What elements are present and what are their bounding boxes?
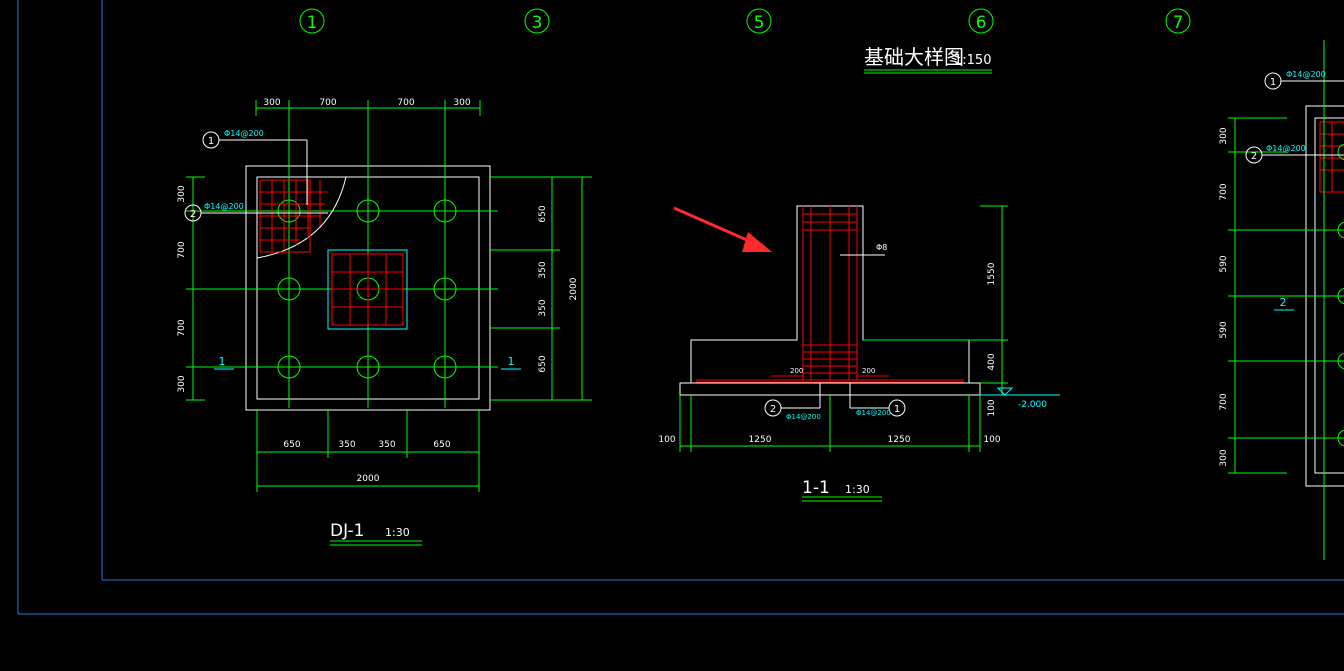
- svg-text:300: 300: [453, 98, 470, 108]
- svg-text:700: 700: [177, 241, 187, 258]
- section-elevation: -2.000: [980, 387, 1060, 410]
- axis-label-3: 3: [532, 13, 543, 33]
- svg-text:300: 300: [1219, 449, 1229, 466]
- svg-text:100: 100: [658, 435, 675, 445]
- side-view-partial[interactable]: 300 700 590 590 700 300 1 Φ14@200 2 Φ14@…: [1219, 40, 1344, 560]
- svg-text:Φ8: Φ8: [876, 243, 887, 252]
- svg-text:350: 350: [538, 299, 548, 316]
- pile-circles: [277, 199, 457, 379]
- svg-text:Φ14@200: Φ14@200: [786, 413, 821, 421]
- drawing-title-scale: 1:150: [954, 53, 991, 68]
- svg-text:1: 1: [1270, 77, 1276, 88]
- svg-text:700: 700: [1219, 183, 1229, 200]
- svg-text:Φ14@200: Φ14@200: [1286, 70, 1326, 79]
- plan-rebar-tag-2: Φ14@200: [204, 202, 244, 211]
- svg-text:1250: 1250: [749, 435, 772, 445]
- svg-text:200: 200: [862, 367, 875, 375]
- axis-label-1: 1: [307, 13, 318, 33]
- plan-scale: 1:30: [385, 526, 410, 539]
- plan-bottom-dims: 650 350 350 650 2000: [256, 410, 480, 492]
- svg-text:350: 350: [538, 261, 548, 278]
- section-stirrup-label: Φ8: [840, 243, 887, 256]
- svg-text:400: 400: [987, 353, 997, 370]
- svg-text:100: 100: [987, 399, 997, 416]
- axis-label-6: 6: [976, 13, 987, 33]
- plan-callout-1: 1 Φ14@200: [202, 129, 308, 205]
- svg-text:Φ14@200: Φ14@200: [856, 409, 891, 417]
- plan-top-dims: 300 700 700 300: [255, 98, 481, 116]
- svg-text:650: 650: [538, 205, 548, 222]
- svg-text:-2.000: -2.000: [1018, 400, 1047, 410]
- plan-section-marks: 1 1: [214, 355, 521, 370]
- svg-text:1: 1: [219, 355, 226, 368]
- svg-text:300: 300: [263, 98, 280, 108]
- svg-text:300: 300: [1219, 127, 1229, 144]
- svg-text:300: 300: [177, 185, 187, 202]
- section-title: 1-1 1:30: [802, 478, 882, 502]
- svg-text:650: 650: [433, 440, 450, 450]
- svg-text:650: 650: [538, 355, 548, 372]
- svg-text:300: 300: [177, 375, 187, 392]
- axis-label-5: 5: [754, 13, 765, 33]
- plan-callout-2: 2 Φ14@200: [184, 202, 328, 222]
- svg-text:2: 2: [1251, 151, 1257, 162]
- plan-rebar-tag-1: Φ14@200: [224, 129, 264, 138]
- section-name: 1-1: [802, 478, 830, 498]
- plan-title: DJ-1 1:30: [330, 521, 422, 546]
- svg-text:200: 200: [790, 367, 803, 375]
- section-column-rebar: [696, 206, 964, 383]
- svg-text:350: 350: [338, 440, 355, 450]
- svg-text:2: 2: [1280, 296, 1287, 309]
- svg-text:100: 100: [983, 435, 1000, 445]
- svg-text:700: 700: [177, 319, 187, 336]
- svg-text:590: 590: [1219, 321, 1229, 338]
- plan-dj1[interactable]: 300 700 700 300 300 700 700 300 650 350 …: [177, 98, 592, 546]
- svg-text:1: 1: [208, 136, 214, 147]
- red-arrow-annotation: [673, 206, 772, 252]
- svg-text:650: 650: [283, 440, 300, 450]
- section-right-dims: 1550 400 100: [863, 205, 1008, 417]
- svg-text:1: 1: [894, 404, 900, 415]
- svg-text:2: 2: [190, 209, 196, 220]
- plan-right-dims: 650 350 350 650 2000: [490, 176, 592, 401]
- svg-text:2000: 2000: [569, 277, 579, 300]
- axis-bubbles: 1 3 5 6 7: [299, 8, 1191, 34]
- svg-text:2000: 2000: [357, 474, 380, 484]
- plan-left-dims: 300 700 700 300: [177, 176, 205, 401]
- svg-text:700: 700: [1219, 393, 1229, 410]
- drawing-title-text: 基础大样图: [864, 45, 964, 69]
- svg-text:1550: 1550: [987, 262, 997, 285]
- svg-text:1250: 1250: [888, 435, 911, 445]
- plan-column: [327, 249, 408, 330]
- drawing-frame: [17, 0, 1344, 615]
- svg-text:700: 700: [319, 98, 336, 108]
- plan-rebar-quadrant: [256, 176, 347, 259]
- svg-text:2: 2: [770, 404, 776, 415]
- section-bottom-dims: 100 1250 1250 100: [658, 395, 1001, 452]
- section-scale: 1:30: [845, 483, 870, 496]
- axis-label-7: 7: [1173, 13, 1184, 33]
- svg-text:590: 590: [1219, 255, 1229, 272]
- svg-text:700: 700: [397, 98, 414, 108]
- drawing-title: 基础大样图 1:150: [864, 45, 992, 74]
- section-callout-1: 1 Φ14@200: [849, 383, 906, 417]
- section-callout-2: 2 Φ14@200: [764, 383, 821, 421]
- svg-text:Φ14@200: Φ14@200: [1266, 144, 1306, 153]
- plan-name: DJ-1: [330, 521, 364, 541]
- section-1-1[interactable]: Φ8 200 200 1550 400 100 -2.000: [658, 205, 1060, 502]
- svg-text:350: 350: [378, 440, 395, 450]
- svg-text:1: 1: [508, 355, 515, 368]
